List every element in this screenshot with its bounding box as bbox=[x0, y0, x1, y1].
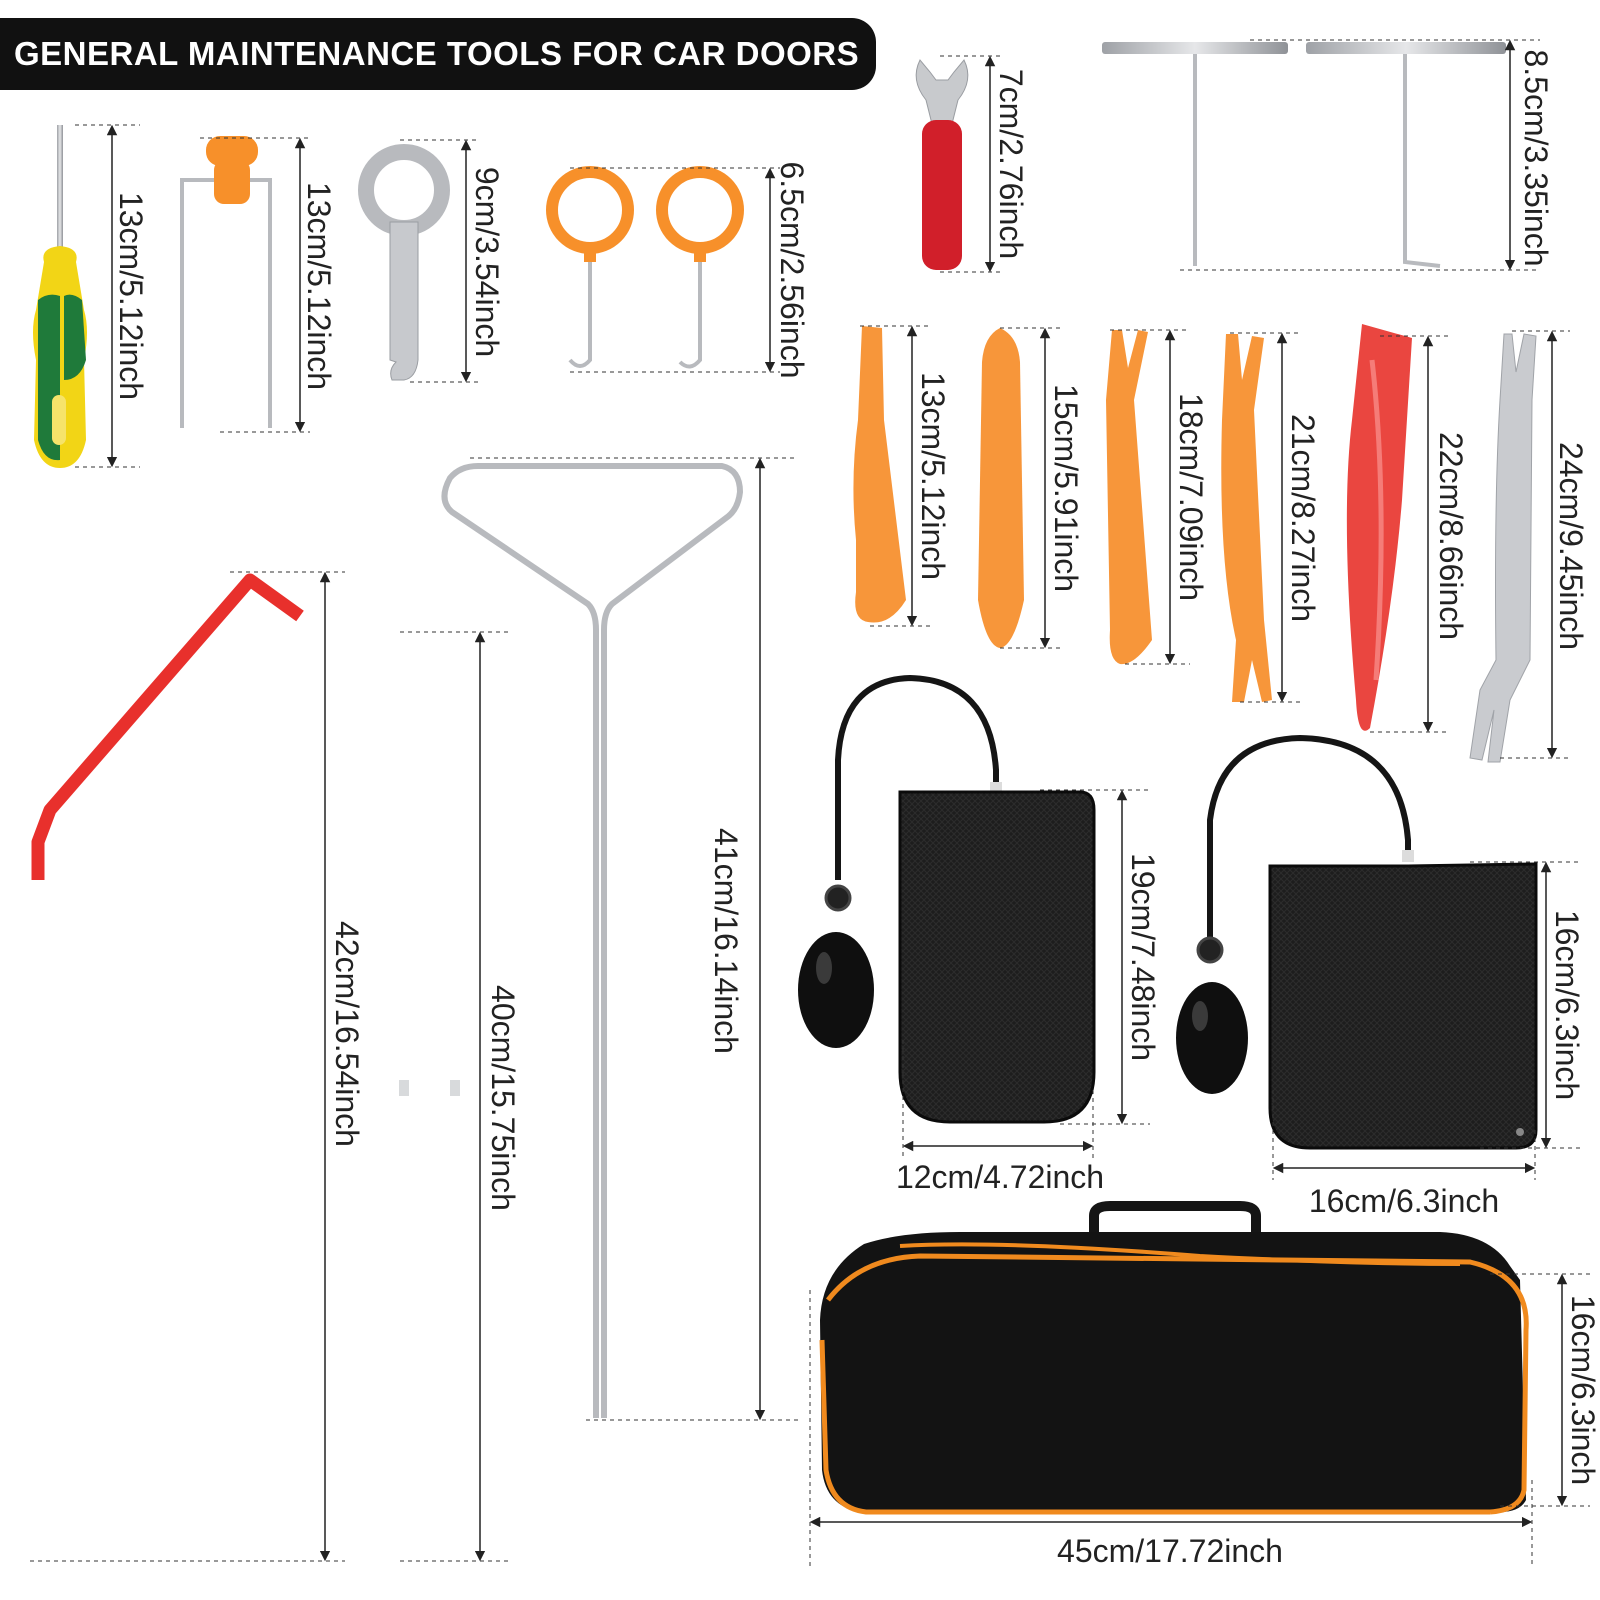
removal-key-size-label: 9cm/3.54inch bbox=[469, 167, 505, 357]
large-air-wedge-height-label: 16cm/6.3inch bbox=[1549, 910, 1585, 1100]
split-rods-size-label: 40cm/15.75inch bbox=[485, 985, 521, 1211]
small-air-wedge-height-label: 19cm/7.48inch bbox=[1125, 853, 1161, 1061]
pry-tool-4-dimension: 21cm/8.27inch bbox=[1230, 332, 1321, 703]
pry-tool-3-size-label: 18cm/7.09inch bbox=[1173, 393, 1209, 601]
u-hook-size-label: 13cm/5.12inch bbox=[301, 182, 337, 390]
t-handle-dimension: 8.5cm/3.35inch bbox=[1180, 39, 1554, 271]
pry-tool-2-dimension: 15cm/5.91inch bbox=[1000, 327, 1084, 649]
handle-rod-dimension: 41cm/16.14inch bbox=[470, 457, 798, 1421]
red-wedge-tool bbox=[1346, 324, 1412, 731]
long-reach-rod-size-label: 42cm/16.54inch bbox=[329, 921, 365, 1147]
large-air-wedge-width-dimension: 16cm/6.3inch bbox=[1272, 1090, 1536, 1219]
t-handle-size-label: 8.5cm/3.35inch bbox=[1518, 49, 1554, 266]
wrench-dimension: 7cm/2.76inch bbox=[940, 55, 1029, 273]
split-rods-dimension: 40cm/15.75inch bbox=[400, 631, 521, 1562]
pry-tool-3-dimension: 18cm/7.09inch bbox=[1110, 329, 1209, 665]
large-air-wedge-height-dimension: 16cm/6.3inch bbox=[1470, 861, 1585, 1149]
wrench-size-label: 7cm/2.76inch bbox=[993, 69, 1029, 259]
removal-key-tool bbox=[358, 144, 450, 381]
wrench-tool bbox=[915, 59, 969, 270]
ring-hook-dimension: 6.5cm/2.56inch bbox=[570, 161, 810, 379]
small-air-wedge-width-dimension: 12cm/4.72inch bbox=[896, 1040, 1104, 1195]
pry-tool-1-size-label: 13cm/5.12inch bbox=[915, 372, 951, 580]
pry-tool-1 bbox=[853, 326, 906, 623]
pry-tool-1-dimension: 13cm/5.12inch bbox=[860, 325, 951, 627]
storage-bag-width-dimension: 45cm/17.72inch bbox=[809, 1290, 1533, 1569]
red-wedge-dimension: 22cm/8.66inch bbox=[1370, 335, 1469, 733]
screwdriver-dimension: 13cm/5.12inch bbox=[75, 124, 149, 468]
long-reach-rod-dimension: 42cm/16.54inch bbox=[30, 571, 365, 1562]
pry-tool-2-size-label: 15cm/5.91inch bbox=[1048, 384, 1084, 592]
pry-tool-2 bbox=[978, 328, 1024, 648]
pry-tool-3 bbox=[1106, 330, 1152, 665]
storage-bag-width-label: 45cm/17.72inch bbox=[1057, 1533, 1283, 1569]
small-air-wedge-width-label: 12cm/4.72inch bbox=[896, 1159, 1104, 1195]
metal-pry-bar-size-label: 24cm/9.45inch bbox=[1553, 442, 1589, 650]
pry-tool-4 bbox=[1221, 334, 1272, 702]
u-hook-tool bbox=[180, 136, 272, 428]
handle-rod-size-label: 41cm/16.14inch bbox=[708, 828, 744, 1054]
large-air-wedge-width-label: 16cm/6.3inch bbox=[1309, 1183, 1499, 1219]
removal-key-dimension: 9cm/3.54inch bbox=[400, 139, 505, 383]
metal-pry-bar-dimension: 24cm/9.45inch bbox=[1500, 330, 1589, 759]
long-reach-rod bbox=[31, 573, 304, 1558]
title-banner: GENERAL MAINTENANCE TOOLS FOR CAR DOORS bbox=[0, 18, 876, 90]
small-air-wedge bbox=[798, 674, 1096, 1124]
pry-tool-4-size-label: 21cm/8.27inch bbox=[1285, 414, 1321, 622]
ring-hook-tools bbox=[546, 166, 744, 369]
storage-bag-height-label: 16cm/6.3inch bbox=[1565, 1295, 1600, 1485]
split-rods bbox=[399, 632, 460, 1560]
handle-rod bbox=[441, 463, 743, 1418]
storage-bag bbox=[819, 1201, 1529, 1515]
large-air-wedge bbox=[1176, 734, 1538, 1150]
page-title: GENERAL MAINTENANCE TOOLS FOR CAR DOORS bbox=[14, 35, 860, 72]
metal-pry-bar-tool bbox=[1469, 333, 1537, 763]
small-air-wedge-height-dimension: 19cm/7.48inch bbox=[1040, 789, 1161, 1125]
u-hook-dimension: 13cm/5.12inch bbox=[200, 137, 337, 433]
ring-hook-size-label: 6.5cm/2.56inch bbox=[774, 161, 810, 378]
storage-bag-height-dimension: 16cm/6.3inch bbox=[1490, 1273, 1600, 1507]
screwdriver-size-label: 13cm/5.12inch bbox=[113, 192, 149, 400]
t-handle-tools bbox=[1102, 42, 1506, 268]
screwdriver bbox=[33, 125, 87, 468]
red-wedge-size-label: 22cm/8.66inch bbox=[1433, 432, 1469, 640]
